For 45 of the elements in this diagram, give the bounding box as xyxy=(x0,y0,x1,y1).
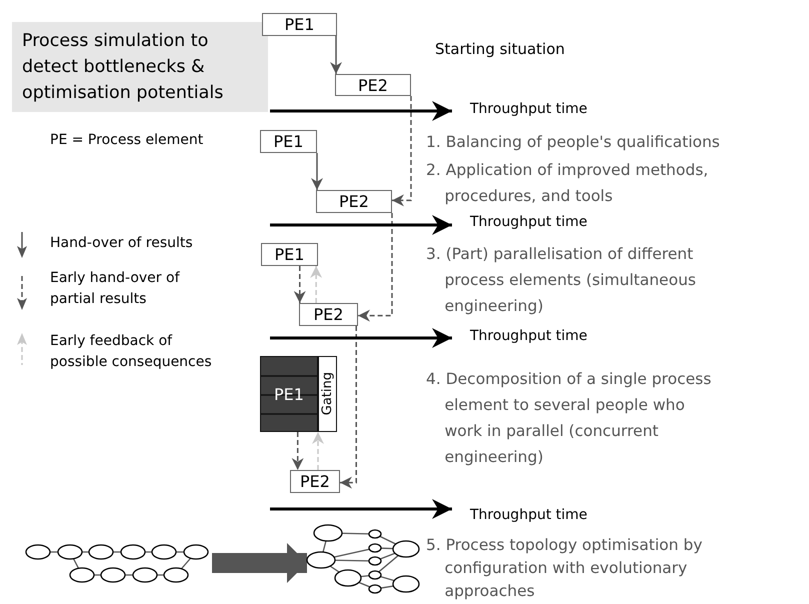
step-description: 3. (Part) parallelisation of different process elements (simultaneous engineering) xyxy=(426,244,697,317)
process-label: PE2 xyxy=(314,305,344,324)
dashed-arrow xyxy=(310,266,322,303)
step-description: 1. Balancing of people's qualifications xyxy=(426,132,721,153)
process-label: PE2 xyxy=(300,472,330,491)
thick-arrow xyxy=(212,543,307,583)
process-box xyxy=(261,243,318,266)
note-text: Process simulation to detect bottlenecks & optimisation potentials xyxy=(22,30,224,105)
dashed-arrow xyxy=(340,326,357,489)
process-label: PE1 xyxy=(274,132,304,151)
step-description: 4. Decomposition of a single process element to several people who work in parallel (concurrent engineering) xyxy=(426,369,712,468)
legend-label: Hand-over of results xyxy=(50,234,194,253)
heading-text: Starting situation xyxy=(435,40,565,58)
process-label: PE1 xyxy=(284,15,314,34)
legend-label: Early hand-over of partial results xyxy=(50,269,181,309)
step-description: 2. Application of improved methods, procedures, and tools xyxy=(426,160,710,207)
axis-label: Throughput time xyxy=(470,214,588,230)
axis-label: Throughput time xyxy=(470,507,588,523)
axis-label: Throughput time xyxy=(470,328,588,344)
process-label: PE2 xyxy=(339,192,369,211)
dashed-arrow xyxy=(294,266,306,303)
network-graph-drawing xyxy=(307,524,421,596)
axis-label: Throughput time xyxy=(470,101,588,117)
arrow xyxy=(330,36,342,74)
process-box xyxy=(260,356,318,432)
legend-label: Early feedback of possible consequences xyxy=(50,332,213,372)
gating-label: Gating xyxy=(320,372,335,416)
process-box xyxy=(262,13,337,36)
gating-box xyxy=(318,356,337,432)
dashed-arrow xyxy=(358,213,393,322)
process-label: PE1 xyxy=(274,384,304,404)
process-label: PE1 xyxy=(274,245,304,264)
process-box xyxy=(316,190,392,213)
process-box xyxy=(299,303,358,326)
arrow xyxy=(311,153,323,190)
note-text: PE = Process element xyxy=(50,132,204,148)
note-panel xyxy=(12,22,268,112)
dashed-arrow xyxy=(292,432,304,470)
step-description: 5. Process topology optimisation by configuration with evolutionary approaches xyxy=(426,535,704,602)
process-box xyxy=(260,130,317,153)
process-label: PE2 xyxy=(358,76,388,94)
process-box xyxy=(290,470,340,493)
process-box xyxy=(335,74,411,96)
dashed-arrow xyxy=(392,96,412,206)
dashed-arrow xyxy=(312,432,324,470)
